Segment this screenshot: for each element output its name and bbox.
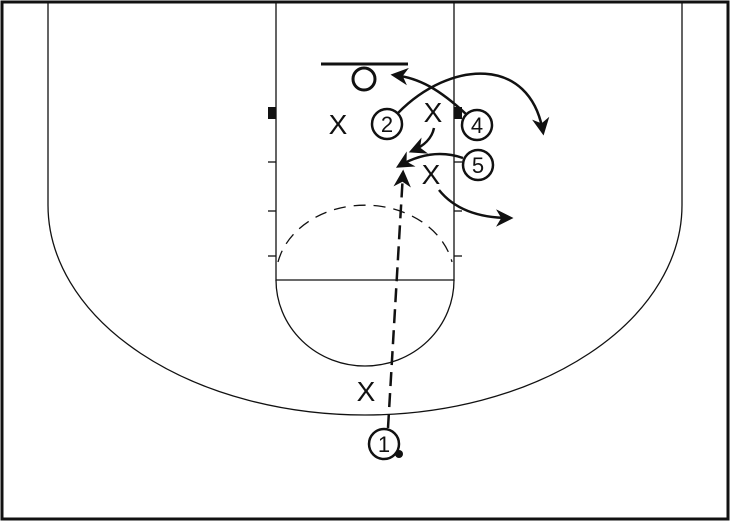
rim (351, 66, 377, 92)
player-label: 2 (381, 112, 393, 137)
player-label: 5 (472, 153, 484, 178)
defender-arrow (408, 127, 436, 154)
ball-icon (395, 450, 403, 458)
player-1: 1 (367, 427, 403, 461)
cut-arrow-player-5 (395, 151, 464, 168)
free-throw-circle-top (277, 204, 453, 263)
defender-b: X (424, 97, 443, 128)
player-4: 4 (460, 108, 494, 142)
lane-hash-marks (268, 161, 462, 257)
cut-arrow-player-2 (397, 72, 550, 136)
player-2: 2 (370, 107, 404, 141)
pass-arrow (386, 169, 411, 429)
defender-c: X (422, 159, 441, 190)
three-point-line (47, 2, 683, 416)
lane (275, 2, 455, 281)
defender-arrow-2 (438, 189, 514, 227)
defender-d: X (357, 376, 376, 407)
block-right (454, 107, 462, 119)
cut-arrow-player-4 (390, 67, 467, 115)
player-5: 5 (461, 148, 495, 182)
player-label: 1 (378, 432, 390, 457)
free-throw-circle-bottom (275, 279, 455, 367)
player-label: 4 (471, 113, 483, 138)
block-left (268, 107, 276, 119)
defender-a: X (329, 109, 348, 140)
